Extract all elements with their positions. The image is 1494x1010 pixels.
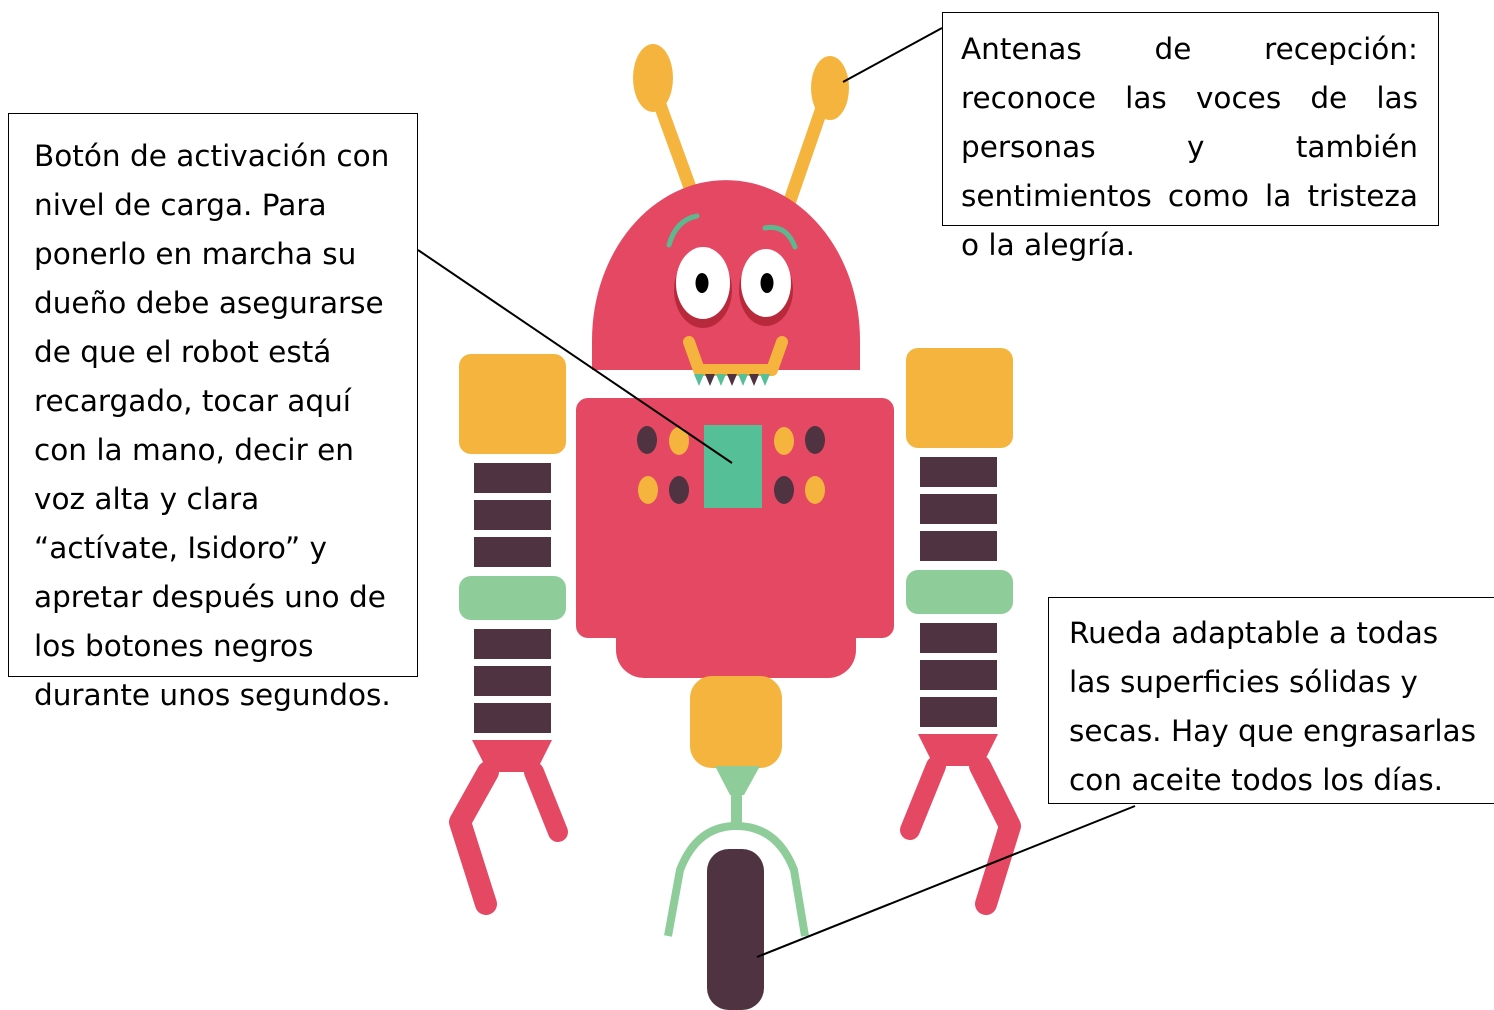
leader-line-wheel: [756, 805, 1136, 958]
right-antenna-stem: [778, 98, 830, 222]
left-eyebrow: [666, 213, 700, 248]
left-arm: [449, 354, 568, 915]
robot-leg: [690, 676, 782, 768]
right-pupil: [760, 273, 774, 293]
right-antenna-tip: [811, 56, 849, 120]
leader-line-antennas: [842, 27, 943, 83]
callout-activation-button: Botón de activación con nivel de carga. …: [8, 113, 418, 712]
callout-antennas-text: Antenas de recepción: reconoce las voces…: [961, 32, 1418, 262]
wheel-stem: [731, 790, 742, 828]
mouth: [683, 336, 788, 376]
right-arm: [900, 348, 1021, 915]
robot-torso: [576, 398, 894, 638]
callout-wheel-text: Rueda adaptable a todas las superficies …: [1069, 616, 1476, 797]
wheel-connector: [715, 766, 760, 795]
activation-button-icon: [704, 425, 762, 508]
callout-wheel: Rueda adaptable a todas las superficies …: [1048, 597, 1494, 804]
left-antenna-tip: [633, 44, 673, 112]
leader-line-activation: [417, 249, 733, 464]
callout-antennas: Antenas de recepción: reconoce las voces…: [942, 12, 1439, 262]
wheel-fork: [664, 822, 809, 937]
right-eyebrow: [762, 224, 798, 250]
left-pupil: [695, 273, 709, 293]
teeth: [694, 374, 770, 386]
robot-hips: [616, 600, 856, 678]
callout-activation-text: Botón de activación con nivel de carga. …: [34, 139, 391, 712]
control-buttons: [637, 426, 825, 504]
wheel-icon: [707, 849, 764, 1010]
